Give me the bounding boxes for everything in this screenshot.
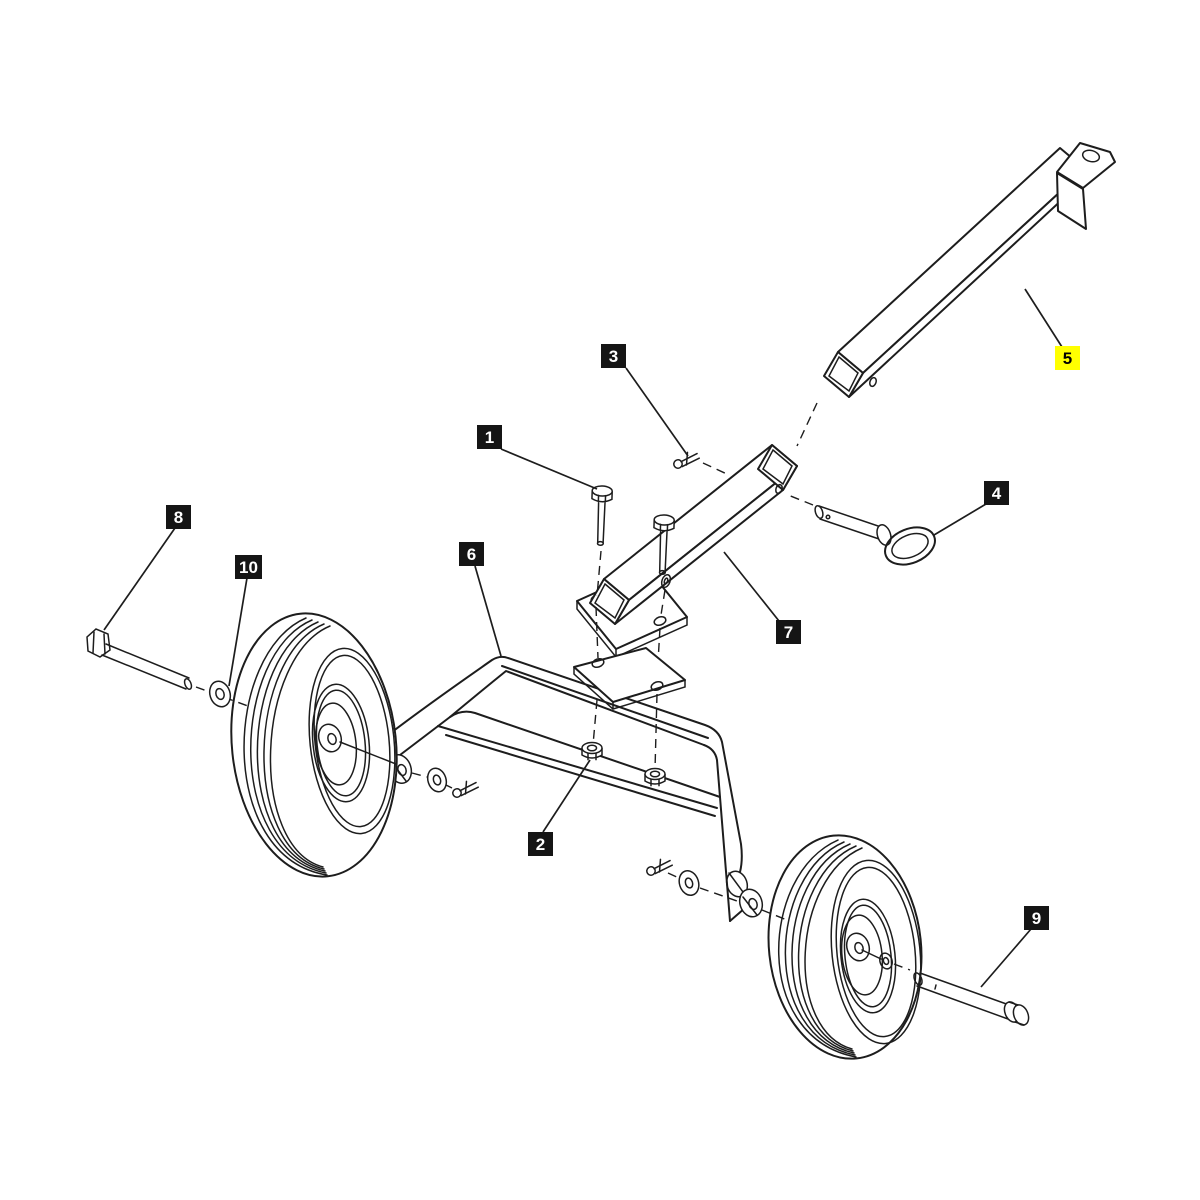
callout-10-number: 10 <box>239 557 258 577</box>
callout-3[interactable]: 3 <box>601 344 626 368</box>
callout-4-number: 4 <box>991 483 1002 503</box>
right-axle-washer-and-cotter-pin <box>643 856 788 921</box>
callout-7[interactable]: 7 <box>776 620 801 644</box>
callout-1-number: 1 <box>484 427 495 447</box>
leader-line-1 <box>500 448 598 490</box>
leader-line-6 <box>474 565 502 657</box>
assembly-dash-tube5-to-tube7 <box>796 402 818 447</box>
leader-lines <box>103 288 1063 988</box>
callout-10[interactable]: 10 <box>235 555 262 579</box>
callout-9-number: 9 <box>1031 908 1042 928</box>
callout-4[interactable]: 4 <box>984 481 1009 505</box>
leader-line-5 <box>1024 288 1063 348</box>
callout-6[interactable]: 6 <box>459 542 484 566</box>
callout-3-number: 3 <box>608 346 619 366</box>
callout-6-number: 6 <box>466 544 477 564</box>
leader-line-7 <box>723 551 780 622</box>
leader-line-2 <box>542 759 591 833</box>
leader-line-9 <box>980 928 1032 988</box>
right-wheel <box>767 834 923 1060</box>
part5-tow-bar-tube <box>823 142 1116 398</box>
leader-line-10 <box>228 577 248 687</box>
part8-axle-bolt-left <box>86 628 249 707</box>
leader-line-3 <box>625 367 689 457</box>
part3-cotter-pin <box>670 449 730 476</box>
callout-5-number: 5 <box>1062 348 1073 368</box>
part9-axle-bolt-right <box>893 963 1030 1026</box>
part10-washer <box>208 680 232 708</box>
backing-plate <box>573 647 686 710</box>
part1-hex-bolts <box>589 484 676 589</box>
left-axle-washer-and-cotter-pin <box>411 767 481 799</box>
part6-axle-frame <box>373 655 764 922</box>
callout-2[interactable]: 2 <box>528 832 553 856</box>
callout-1[interactable]: 1 <box>477 425 502 449</box>
part4-hitch-pin <box>787 494 936 566</box>
callout-8[interactable]: 8 <box>166 505 191 529</box>
callout-7-number: 7 <box>783 622 794 642</box>
leader-line-4 <box>933 503 987 536</box>
callout-9[interactable]: 9 <box>1024 906 1049 930</box>
callout-8-number: 8 <box>173 507 184 527</box>
left-wheel <box>230 612 398 878</box>
callout-5-highlighted[interactable]: 5 <box>1055 346 1080 370</box>
leader-line-8 <box>103 527 176 631</box>
assembly-dashes-bolts <box>592 550 666 771</box>
callout-2-number: 2 <box>535 834 546 854</box>
part7-receiver-tube-assembly <box>576 444 798 658</box>
